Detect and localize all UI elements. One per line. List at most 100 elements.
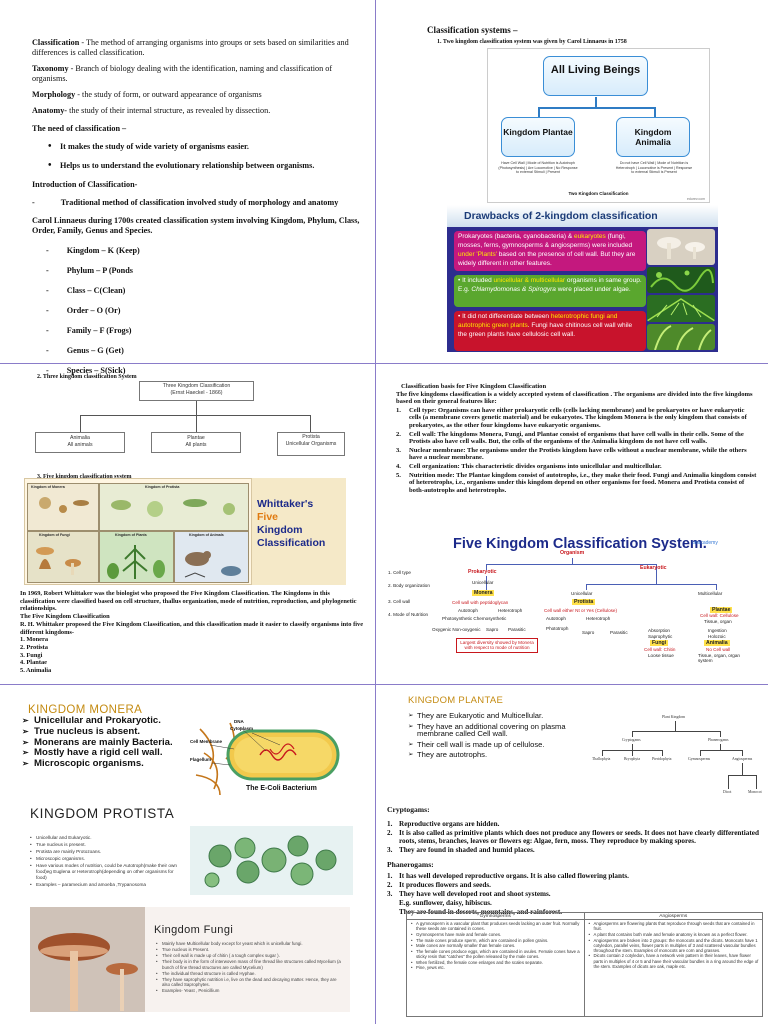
connector-line xyxy=(720,731,721,737)
monera-label: Kingdom of Monera xyxy=(31,485,65,489)
connector-line xyxy=(632,731,720,732)
need-item: It makes the study of wide variety of or… xyxy=(48,142,367,152)
fks-parasitic: Parasitic xyxy=(610,630,628,635)
connector-line xyxy=(196,401,197,415)
fks-tissue-organ: Tissue, organ, organ system xyxy=(698,653,740,663)
tree-thallophyta: Thallophyta xyxy=(592,757,611,761)
kingdom-list-item: 1. Monera xyxy=(20,636,49,644)
drawbacks-slide: Drawbacks of 2-kingdom classification Pr… xyxy=(447,205,718,352)
connector-line xyxy=(538,107,656,109)
fungi-point: Their cell wall is made up of chitin ( a… xyxy=(156,953,344,959)
three-kingdom-root: Three Kingdom Classification(Ernst Haeck… xyxy=(139,381,254,401)
tree-phanerogams: Phanerogams xyxy=(708,738,729,742)
cryptogams-list: 1.Reproductive organs are hidden. 2.It i… xyxy=(387,820,759,855)
fks-parasitic: Parasitic xyxy=(508,627,526,632)
table-row: Gymnosperms have male and female cones. xyxy=(411,932,581,937)
fungi-cell xyxy=(27,531,99,583)
fks-prokaryotic: Prokaryotic xyxy=(468,569,497,575)
connector-line xyxy=(720,744,721,750)
monera-list: Unicellular and Prokaryotic. True nucleu… xyxy=(22,716,197,770)
plantae-title: KINGDOM PLANTAE xyxy=(408,695,504,706)
plants-label: Kingdom of Plants xyxy=(115,533,147,537)
fungi-point: Examples- Yeast , Penicillium xyxy=(156,988,344,994)
monera-point: Mostly have a rigid cell wall. xyxy=(22,748,197,758)
drawback-fungi: • It did not differentiate between heter… xyxy=(454,311,646,351)
fks-sapro: Sapro xyxy=(582,630,595,635)
need-item: Helps us to understand the evolutionary … xyxy=(48,161,367,171)
monera-point: Microscopic organisms. xyxy=(22,759,197,769)
kingdom-plantae-box: Kingdom Plantae xyxy=(501,117,575,157)
fungi-point: The individual thread structure is calle… xyxy=(156,971,344,977)
animalia-notes: Do not have Cell Wall | Mode of Nutritio… xyxy=(615,161,693,174)
five-kingdom-chart: Organism 1. Cell type 2. Body organizati… xyxy=(386,550,766,680)
angiosperms-header: Angiosperms xyxy=(584,913,762,921)
three-kingdom-diagram: Three Kingdom Classification(Ernst Haeck… xyxy=(35,380,370,475)
fks-cw-cellulose: Cell wall: Cellulose xyxy=(700,613,739,618)
plantae-point: They are autotrophs. xyxy=(408,751,583,759)
table-row: The male cones produce sperm, which are … xyxy=(411,938,581,943)
fks-heterotroph: Heterotroph xyxy=(498,608,523,613)
ecoli-caption: The E-Coli Bacterium xyxy=(246,785,317,792)
kingdom-animalia-box: Kingdom Animalia xyxy=(616,117,690,157)
need-heading: The need of classification – xyxy=(32,124,127,133)
five-kingdom-heading: 3. Five kingdom classification system xyxy=(37,474,132,480)
gymno-angio-table: Gymnosperms A gymnosperm is a vascular p… xyxy=(406,912,763,1017)
algae-photo xyxy=(647,267,715,293)
fks-unicellular: Unicellular xyxy=(472,580,494,585)
rank-item: -Phylum – P (Ponds xyxy=(46,266,133,275)
connector-line xyxy=(486,576,487,590)
basis-item: 5.Nutrition mode: The Plantae kingdom co… xyxy=(396,471,757,494)
fks-multicellular: Multicellular xyxy=(698,591,723,596)
connector-line xyxy=(538,107,540,117)
fks-no-cw: No Cell wall xyxy=(706,647,731,652)
plant-groups-text: Cryptogams: 1.Reproductive organs are hi… xyxy=(387,805,759,923)
taxonomy-definition: Taxonomy - Branch of biology dealing wit… xyxy=(32,64,333,83)
fks-row-label: 1. Cell type xyxy=(388,570,411,575)
whittaker-line-1: Whittaker's xyxy=(257,498,314,510)
connector-line xyxy=(632,731,633,737)
image-source: edurev.com xyxy=(686,197,705,201)
monera-point: True nucleus is absent. xyxy=(22,726,197,737)
table-row: Angiosperms are broken into 2 groups: th… xyxy=(589,938,760,953)
anatomy-definition: Anatomy- the study of their internal str… xyxy=(32,106,271,115)
rank-item: -Kingdom – K (Keep) xyxy=(46,246,140,255)
protista-title: KINGDOM PROTISTA xyxy=(30,806,175,821)
fks-cw-chitin: Cell wall: Chitin xyxy=(644,647,676,652)
plant-kingdom-tree: Plant Kingdom Cryptogams Phanerogams Tha… xyxy=(590,705,762,800)
kingdom-list-item: 4. Plantae xyxy=(20,659,47,667)
kingdom-list-item: 5. Animalia xyxy=(20,667,52,675)
cryptogams-point: 1.Reproductive organs are hidden. xyxy=(387,819,500,828)
protista-point: Microscopic organisms. xyxy=(30,856,180,862)
tree-angiosperms: Angiosperms xyxy=(732,757,753,761)
fks-protista: Protista xyxy=(572,599,596,605)
connector-line xyxy=(756,775,757,789)
classification-systems-title: Classification systems – xyxy=(427,25,518,35)
fungi-title: Kingdom Fungi xyxy=(154,924,234,936)
connector-line xyxy=(586,584,587,590)
cryptogams-point: 2.It is also called as primitive plants … xyxy=(387,828,759,846)
plantae-list: They are Eukaryotic and Multicellular. T… xyxy=(408,712,583,762)
fungi-point: True nucleus is Present. xyxy=(156,947,344,953)
fks-ingestion: Ingestion xyxy=(708,628,727,633)
whittaker-line-3: Kingdom xyxy=(257,524,303,536)
basis-lead: The five kingdoms classification is a wi… xyxy=(396,390,753,406)
linnaeus-text: Carol Linnaeus during 1700s created clas… xyxy=(32,216,360,235)
mushroom-image xyxy=(30,907,145,1012)
two-kingdom-diagram: All Living Beings Kingdom Plantae Kingdo… xyxy=(487,48,710,203)
panel-divider-top xyxy=(0,363,768,364)
fks-row-label: 2. Body organization xyxy=(388,583,430,588)
fks-absorption: Absorption xyxy=(648,628,670,633)
protista-point: Have various modes of nutrition, could b… xyxy=(30,863,180,880)
fungi-point: They have saprophytic nutrition i.e, liv… xyxy=(156,977,344,988)
whittaker-line-4: Classification xyxy=(257,537,326,549)
basis-item: 3.Nuclear membrane: The organisms under … xyxy=(396,446,747,462)
basis-item: 1.Cell type: Organisms can have either p… xyxy=(396,406,747,429)
five-kingdom-illustration: Kingdom of Monera Kingdom of Protista Ki… xyxy=(24,478,252,585)
dna-label: DNA xyxy=(234,719,244,724)
connector-line xyxy=(728,775,729,789)
fks-oxy: Oxygenic Non-oxygenic xyxy=(432,627,481,632)
flagellum-label: Flagellum xyxy=(190,757,212,762)
protista-micrograph xyxy=(190,826,353,895)
